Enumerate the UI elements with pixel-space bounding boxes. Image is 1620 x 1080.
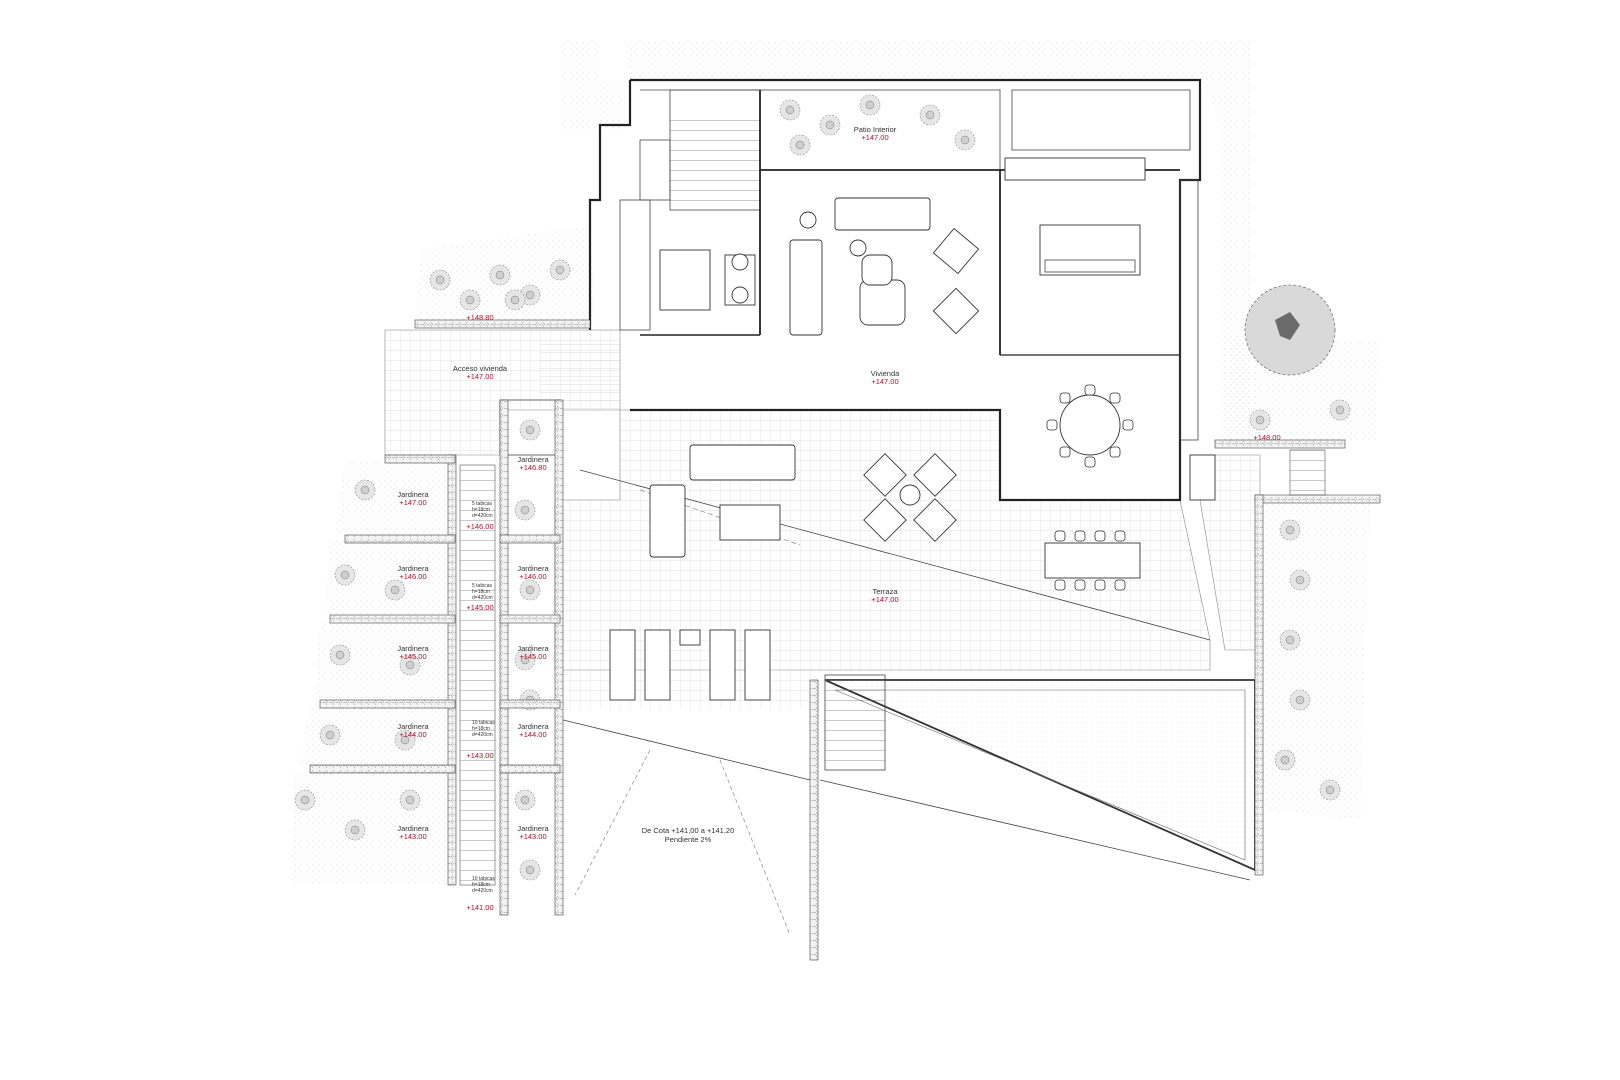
planter-name: Jardinera <box>397 644 429 653</box>
planter-walls <box>309 319 1381 961</box>
stair-note: d=420cm <box>472 732 493 738</box>
terrace-deck <box>384 329 1261 710</box>
planter-level: +146.80 <box>519 463 546 472</box>
planter-name: Jardinera <box>517 455 549 464</box>
room-level-patio: +147.00 <box>861 133 888 142</box>
planter-level: +143.00 <box>399 832 426 841</box>
planter-name: Jardinera <box>517 564 549 573</box>
room-level-terraza: +147.00 <box>871 595 898 604</box>
planter-name: Jardinera <box>517 824 549 833</box>
level-stair-146: +146.00 <box>466 522 493 531</box>
room-name-patio: Patio Interior <box>854 125 897 134</box>
furniture <box>609 197 1141 701</box>
planter-level: +145.00 <box>519 652 546 661</box>
stair-note: d=420cm <box>472 595 493 601</box>
stair-note: d=420cm <box>472 888 493 894</box>
vegetation <box>294 94 1351 881</box>
level-stair-141: +141.00 <box>466 903 493 912</box>
room-name-vivienda: Vivienda <box>871 369 900 378</box>
planter-name: Jardinera <box>397 490 429 499</box>
room-name-acceso: Acceso vivienda <box>453 364 508 373</box>
level-stair-145: +145.00 <box>466 603 493 612</box>
planter-level: +144.00 <box>519 730 546 739</box>
level-stair-143: +143.00 <box>466 751 493 760</box>
stair-note: d=420cm <box>472 513 493 519</box>
level-right: +148.00 <box>1253 433 1280 442</box>
stair-note: 5 tabicas <box>472 583 493 589</box>
stair-note: h=18cm <box>472 507 490 513</box>
planter-level: +146.00 <box>399 572 426 581</box>
planter-level: +144.00 <box>399 730 426 739</box>
planter-level: +145.00 <box>399 652 426 661</box>
slope-note-gradient: Pendiente 2% <box>665 835 712 844</box>
planter-level: +147.00 <box>399 498 426 507</box>
stair-note: 10 tabicas <box>472 720 495 726</box>
stair-note: 5 tabicas <box>472 501 493 507</box>
planter-name: Jardinera <box>397 564 429 573</box>
stair-note: h=18cm <box>472 882 490 888</box>
planter-name: Jardinera <box>397 824 429 833</box>
planter-name: Jardinera <box>517 644 549 653</box>
room-name-terraza: Terraza <box>872 587 898 596</box>
stair-note: 10 tabicas <box>472 876 495 882</box>
planter-level: +143.00 <box>519 832 546 841</box>
room-level-acceso: +147.00 <box>466 372 493 381</box>
planter-level: +146.00 <box>519 572 546 581</box>
planter-name: Jardinera <box>397 722 429 731</box>
house-walls <box>588 78 1216 502</box>
stair-note: h=18cm <box>472 589 490 595</box>
room-level-vivienda: +147.00 <box>871 377 898 386</box>
slope-note-elevation: De Cota +141,00 a +141,20 <box>642 826 735 835</box>
stair-note: h=18cm <box>472 726 490 732</box>
pool <box>824 674 1256 872</box>
labels: Patio Interior +147.00 Vivienda +147.00 … <box>397 125 1280 912</box>
planter-name: Jardinera <box>517 722 549 731</box>
level-top-left: +148.80 <box>466 313 493 322</box>
